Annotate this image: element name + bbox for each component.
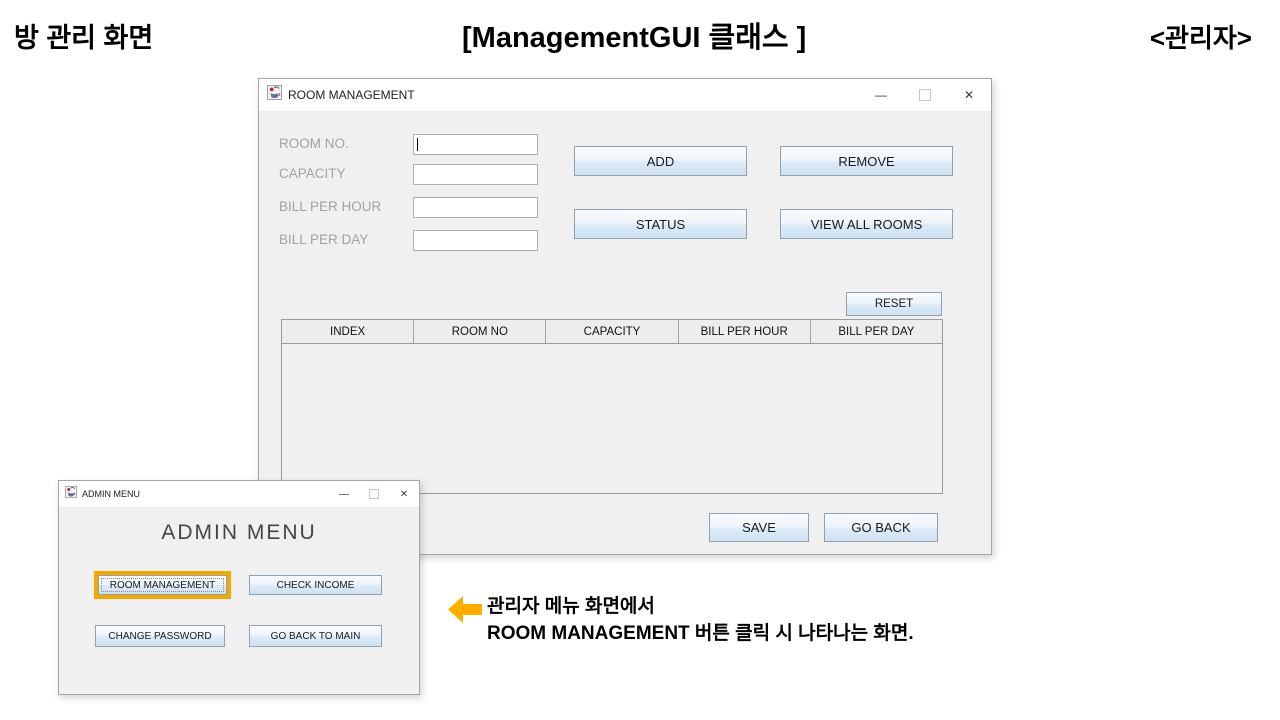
save-button[interactable]: SAVE xyxy=(709,513,809,542)
rooms-table-body xyxy=(282,344,942,494)
remove-button[interactable]: REMOVE xyxy=(780,146,953,176)
capacity-label: CAPACITY xyxy=(279,166,346,181)
bill-per-day-label: BILL PER DAY xyxy=(279,232,369,247)
page-title-left: 방 관리 화면 xyxy=(14,23,154,53)
col-header-bill-per-day[interactable]: BILL PER DAY xyxy=(838,325,915,338)
java-app-icon xyxy=(267,85,282,105)
page-title-center: [ManagementGUI 클래스 ] xyxy=(462,22,807,54)
close-icon[interactable]: ✕ xyxy=(963,88,975,102)
room-management-button[interactable]: ROOM MANAGEMENT xyxy=(98,575,227,595)
minimize-icon[interactable]: — xyxy=(339,488,349,500)
page-title-right: <관리자> xyxy=(1149,23,1252,53)
room-no-label: ROOM NO. xyxy=(279,136,349,151)
status-button[interactable]: STATUS xyxy=(574,209,747,239)
check-income-button[interactable]: CHECK INCOME xyxy=(249,575,382,595)
bill-per-hour-input[interactable] xyxy=(413,197,538,218)
room-no-input[interactable] xyxy=(413,134,538,155)
room-management-window: ROOM MANAGEMENT — ✕ ROOM NO. CAPACITY BI… xyxy=(258,78,992,555)
bill-per-day-input[interactable] xyxy=(413,230,538,251)
arrow-left-icon xyxy=(448,596,482,628)
window-title: ROOM MANAGEMENT xyxy=(288,88,415,102)
col-header-bill-per-hour[interactable]: BILL PER HOUR xyxy=(679,320,811,343)
go-back-button[interactable]: GO BACK xyxy=(824,513,938,542)
minimize-icon[interactable]: — xyxy=(875,88,887,102)
annotation-line2: ROOM MANAGEMENT 버튼 클릭 시 나타나는 화면. xyxy=(487,623,914,644)
room-management-titlebar[interactable]: ROOM MANAGEMENT — ✕ xyxy=(259,79,991,112)
col-header-index[interactable]: INDEX xyxy=(282,320,415,343)
window-title: ADMIN MENU xyxy=(82,489,140,499)
reset-button[interactable]: RESET xyxy=(846,292,942,316)
go-back-to-main-button[interactable]: GO BACK TO MAIN xyxy=(249,625,382,647)
rooms-table-header: INDEX ROOM NO CAPACITY BILL PER HOUR BIL… xyxy=(282,320,942,344)
maximize-icon[interactable] xyxy=(359,481,389,507)
rooms-table: INDEX ROOM NO CAPACITY BILL PER HOUR BIL… xyxy=(281,319,943,494)
text-caret xyxy=(417,138,418,151)
capacity-input[interactable] xyxy=(413,164,538,185)
annotation-line1: 관리자 메뉴 화면에서 xyxy=(487,596,655,617)
java-app-icon xyxy=(65,485,77,503)
col-header-capacity[interactable]: CAPACITY xyxy=(546,320,679,343)
add-button[interactable]: ADD xyxy=(574,146,747,176)
maximize-icon[interactable] xyxy=(903,79,947,111)
bill-per-hour-label: BILL PER HOUR xyxy=(279,199,382,214)
change-password-button[interactable]: CHANGE PASSWORD xyxy=(95,625,225,647)
admin-menu-heading: ADMIN MENU xyxy=(161,521,317,544)
room-management-highlight: ROOM MANAGEMENT xyxy=(94,571,231,599)
view-all-rooms-button[interactable]: VIEW ALL ROOMS xyxy=(780,209,953,239)
col-header-room-no[interactable]: ROOM NO xyxy=(414,320,547,343)
admin-menu-titlebar[interactable]: ADMIN MENU — ✕ xyxy=(59,481,419,508)
close-icon[interactable]: ✕ xyxy=(399,488,409,500)
admin-menu-window: ADMIN MENU — ✕ ADMIN MENU ROOM MANAGEMEN… xyxy=(58,480,420,695)
